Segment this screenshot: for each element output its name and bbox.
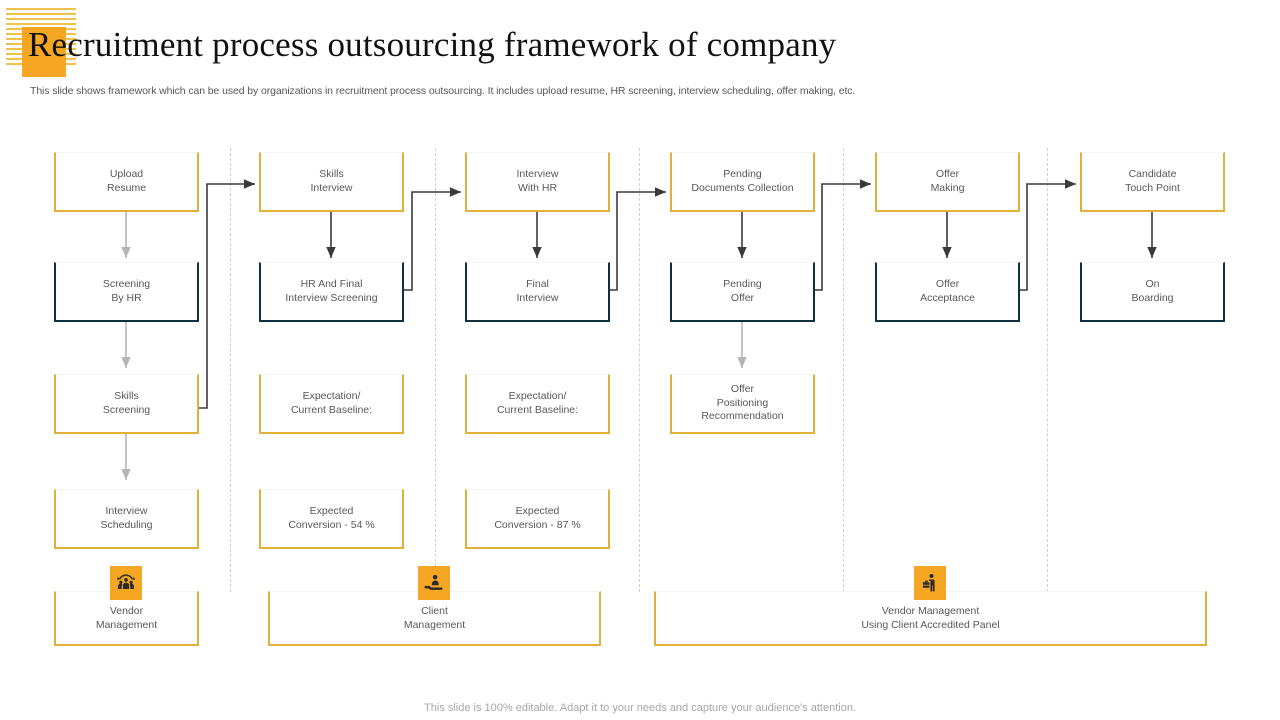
person-briefcase-icon <box>914 566 946 600</box>
people-cycle-icon <box>110 566 142 600</box>
column-divider-3 <box>639 148 640 592</box>
page-title: Recruitment process outsourcing framewor… <box>28 25 837 64</box>
flow-node-expectation-baseline-2[interactable]: Expectation/Current Baseline: <box>259 374 404 434</box>
title-decoration <box>6 8 78 77</box>
column-divider-2 <box>435 148 436 592</box>
hand-person-icon <box>418 566 450 600</box>
page-subtitle: This slide shows framework which can be … <box>30 85 856 97</box>
column-divider-1 <box>230 148 231 592</box>
flow-node-label: Expectation/Current Baseline: <box>496 390 579 416</box>
flow-node-expectation-baseline-3[interactable]: Expectation/Current Baseline: <box>465 374 610 434</box>
orange-square-icon <box>22 27 66 77</box>
column-divider-5 <box>1047 148 1048 592</box>
column-divider-4 <box>843 148 844 592</box>
flow-node-label: Expectation/Current Baseline: <box>290 390 373 416</box>
footer-note: This slide is 100% editable. Adapt it to… <box>424 702 856 714</box>
